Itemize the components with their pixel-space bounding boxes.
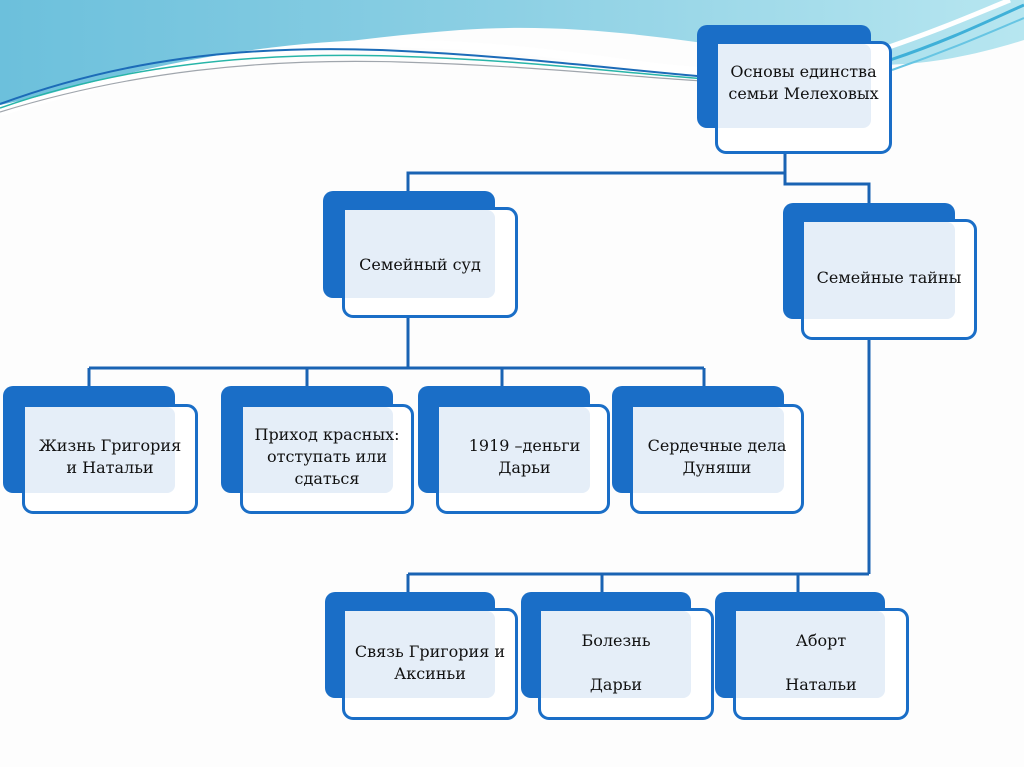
node-label: Основы единства семьи Мелеховых bbox=[728, 62, 879, 103]
node-tint bbox=[804, 222, 955, 319]
node-label: Приход красных: отступать или сдаться bbox=[254, 425, 400, 488]
node-tint bbox=[736, 611, 885, 698]
node-tint bbox=[345, 611, 495, 698]
node-label: Болезнь Дарьи bbox=[581, 631, 651, 694]
node-label: Жизнь Григория и Натальи bbox=[38, 436, 182, 477]
node-tint bbox=[633, 407, 784, 493]
node-label: 1919 –деньги Дарьи bbox=[468, 436, 581, 477]
node-tint bbox=[541, 611, 691, 698]
connector-root-to-branch-2 bbox=[783, 173, 871, 203]
node-tint bbox=[345, 210, 495, 298]
node-tint bbox=[718, 44, 871, 128]
node-label: Семейные тайны bbox=[816, 268, 962, 287]
node-label: Связь Григория и Аксиньи bbox=[354, 642, 506, 683]
node-label: Сердечные дела Дуняши bbox=[647, 436, 787, 477]
node-tint bbox=[439, 407, 590, 493]
node-label: Семейный суд bbox=[359, 255, 481, 274]
connector-root-to-branch-1 bbox=[406, 153, 787, 191]
node-tint bbox=[25, 407, 175, 493]
node-label: Аборт Натальи bbox=[785, 631, 857, 694]
node-tint bbox=[243, 407, 393, 493]
